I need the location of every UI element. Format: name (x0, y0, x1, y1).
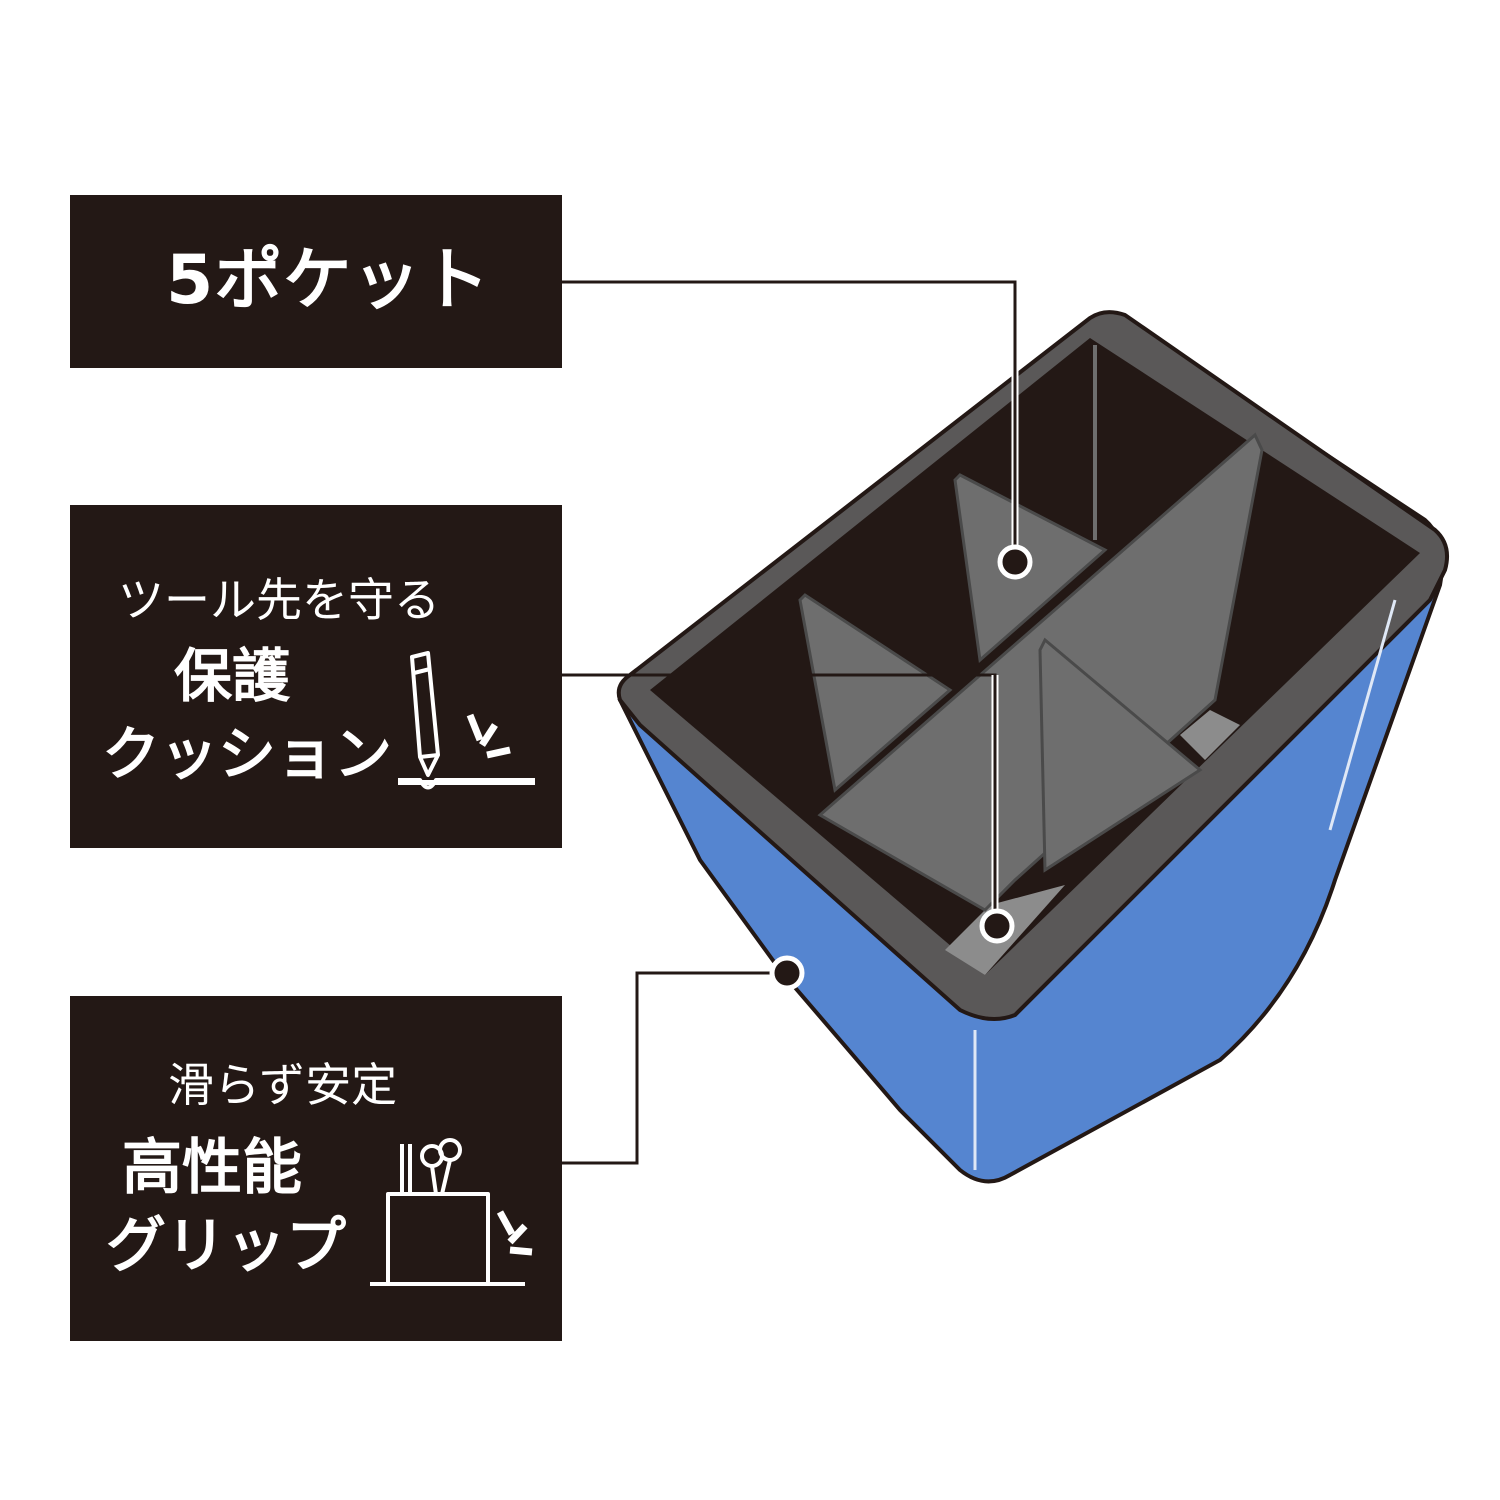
cushion-title-line1: 保護 (174, 642, 291, 710)
divider-right (1038, 637, 1203, 873)
grip-subtitle: 滑らず安定 (168, 1058, 398, 1112)
target-dot-grip (769, 955, 805, 991)
divider-left (798, 593, 953, 793)
label-cushion: ツール先を守る 保護 クッション (70, 505, 562, 848)
label-grip: 滑らず安定 高性能 グリップ (70, 996, 562, 1341)
target-dot-cushion (979, 908, 1015, 944)
pen-holder-stable-icon (370, 1138, 533, 1286)
cushion-subtitle: ツール先を守る (118, 573, 440, 627)
label-pockets: 5ポケット (70, 195, 562, 368)
leader-grip (562, 971, 787, 1165)
pencil-tip-impact-icon (398, 651, 535, 790)
grip-title-line2: グリップ (106, 1211, 346, 1281)
grip-title-line1: 高性能 (122, 1133, 302, 1203)
cushion-title-line2: クッション (102, 720, 393, 788)
pockets-text: 5ポケット (166, 241, 491, 320)
target-dot-pockets (997, 544, 1033, 580)
